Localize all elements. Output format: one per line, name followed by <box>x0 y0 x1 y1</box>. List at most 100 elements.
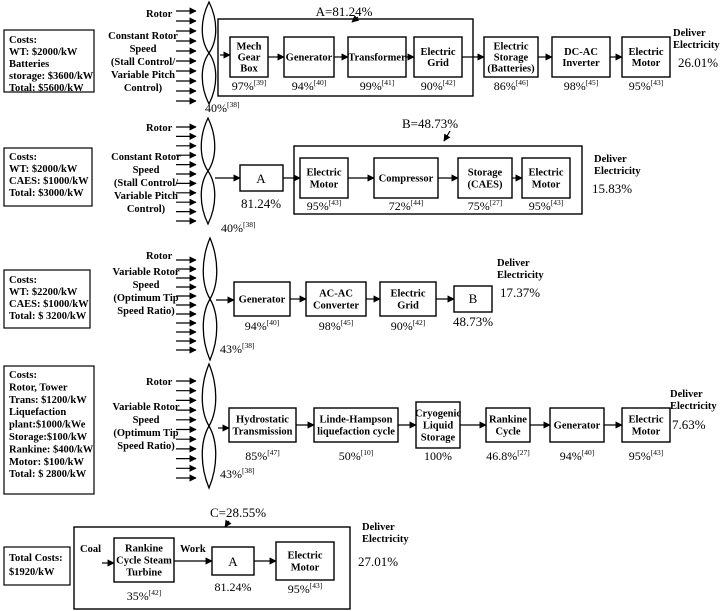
reference-citation: [40] <box>267 318 280 327</box>
efficiency-value: 95%[43] <box>288 581 323 596</box>
control-mode-text: (Optimum Tip <box>113 428 178 439</box>
stage-label: Generator <box>554 421 601 432</box>
efficiency-percent: 94% <box>292 79 314 93</box>
turbine-efficiency: 43%[38] <box>220 466 255 481</box>
efficiency-percent: 94% <box>245 319 267 333</box>
block-B <box>453 285 493 313</box>
group-pointer <box>443 130 451 142</box>
efficiency-value: 95%[43] <box>629 78 664 93</box>
stage-label: Electric <box>391 289 426 300</box>
efficiency-value: 95%[43] <box>529 198 564 213</box>
rotor-label: Rotor <box>146 123 173 134</box>
cost-box-row2 <box>3 147 93 207</box>
efficiency-value: 86%[46] <box>494 78 529 93</box>
stage-label: Electric <box>629 47 664 58</box>
stage-label: Electric <box>307 168 342 179</box>
reference-citation: [46] <box>516 78 529 87</box>
work-label: Work <box>180 544 206 555</box>
deliver-label: Deliver <box>594 154 627 165</box>
total-efficiency: 7.63% <box>672 417 706 432</box>
rotor-blade-lower <box>202 297 218 362</box>
rotor-blade-lower <box>201 51 217 106</box>
deliver-label: Deliver <box>673 28 706 39</box>
turbine-reference: [38] <box>242 466 255 475</box>
stage-label: Inverter <box>562 58 600 69</box>
cost-text: WT: $2200/kW <box>9 287 78 298</box>
stage-label: Generator <box>239 295 286 306</box>
block-A-label: A <box>228 554 238 569</box>
efficiency-value: 100% <box>424 449 452 463</box>
reference-citation: [45] <box>341 318 354 327</box>
deliver-label: Electricity <box>594 166 641 177</box>
reference-citation: [10] <box>361 448 374 457</box>
efficiency-percent: 95% <box>629 449 651 463</box>
cost-text: plant:$1000/kWe <box>9 420 86 431</box>
stage-label: Grid <box>427 58 449 69</box>
stage-label: Compressor <box>379 174 434 185</box>
stage-label: Rankine <box>489 415 527 426</box>
turbine-rotor <box>201 0 217 106</box>
cost-text: Costs: <box>9 275 37 286</box>
reference-citation: [43] <box>551 198 564 207</box>
cost-text: WT: $2000/kW <box>9 164 78 175</box>
cost-box-row5 <box>3 546 71 586</box>
cost-text: WT: $2000/kW <box>9 47 78 58</box>
efficiency-value: 75%[27] <box>468 198 503 213</box>
efficiency-percent: 95% <box>529 199 551 213</box>
cost-text: CAES: $1000/kW <box>9 299 89 310</box>
group-pointer <box>224 519 232 528</box>
cost-box-row3 <box>3 269 91 329</box>
rotor-blade-upper <box>201 0 217 55</box>
group-label: A=81.24% <box>316 4 373 19</box>
stage-label: Mech <box>236 42 261 53</box>
control-mode-text: Speed <box>133 415 160 426</box>
turbine-reference: [38] <box>243 220 256 229</box>
rotor-blade-lower <box>200 169 216 226</box>
efficiency-percent: 50% <box>339 449 361 463</box>
stage-label: Cycle <box>495 427 520 438</box>
efficiency-percent: 98% <box>564 79 586 93</box>
cost-text: Total: $3000/kW <box>9 188 84 199</box>
control-mode-text: Speed Ratio) <box>117 441 175 452</box>
control-mode-text: Variable Rotor <box>113 267 180 278</box>
efficiency-value: 90%[42] <box>391 318 426 333</box>
efficiency-percent: 99% <box>360 79 382 93</box>
control-mode-text: Constant Rotor <box>108 31 178 42</box>
efficiency-value: 94%[40] <box>560 448 595 463</box>
efficiency-value: 94%[40] <box>245 318 280 333</box>
control-mode-text: Speed <box>133 280 160 291</box>
reference-citation: [40] <box>582 448 595 457</box>
stage-label: liquefaction cycle <box>317 427 395 438</box>
control-mode-text: (Stall Control/ <box>114 178 179 189</box>
efficiency-percent: 95% <box>307 199 329 213</box>
efficiency-value: 46.8%[27] <box>486 448 530 463</box>
efficiency-percent: 72% <box>389 199 411 213</box>
rotor-label: Rotor <box>146 251 173 262</box>
control-mode-text: Speed <box>133 165 160 176</box>
efficiency-value: 94%[40] <box>292 78 327 93</box>
cost-text: Motor: $100/kW <box>9 457 84 468</box>
cost-text: Total: $5600/kW <box>9 83 84 94</box>
rotor-blade-upper <box>201 362 217 428</box>
stage-label: Generator <box>286 53 333 64</box>
stage-box <box>275 541 335 581</box>
cost-text: $1920/kW <box>9 567 55 578</box>
turbine-reference: [38] <box>227 100 240 109</box>
control-mode-text: (Stall Control/ <box>111 57 176 68</box>
cost-text: Liquefaction <box>9 407 66 418</box>
turbine-rotor <box>202 236 218 362</box>
stage-box <box>621 407 671 443</box>
stage-label: Storage <box>494 53 529 64</box>
turbine-rotor <box>200 116 216 226</box>
efficiency-value: 98%[45] <box>564 78 599 93</box>
reference-citation: [43] <box>651 448 664 457</box>
stage-label: Storage <box>421 433 456 444</box>
efficiency-percent: 100% <box>424 449 452 463</box>
block-A-label: A <box>256 171 266 186</box>
stage-label: Electric <box>629 415 664 426</box>
reference-citation: [40] <box>314 78 327 87</box>
deliver-label: Deliver <box>497 258 530 269</box>
block-B-efficiency: 48.73% <box>453 314 493 329</box>
stage-label: Electric <box>529 168 564 179</box>
stage-label: Transmission <box>233 427 293 438</box>
